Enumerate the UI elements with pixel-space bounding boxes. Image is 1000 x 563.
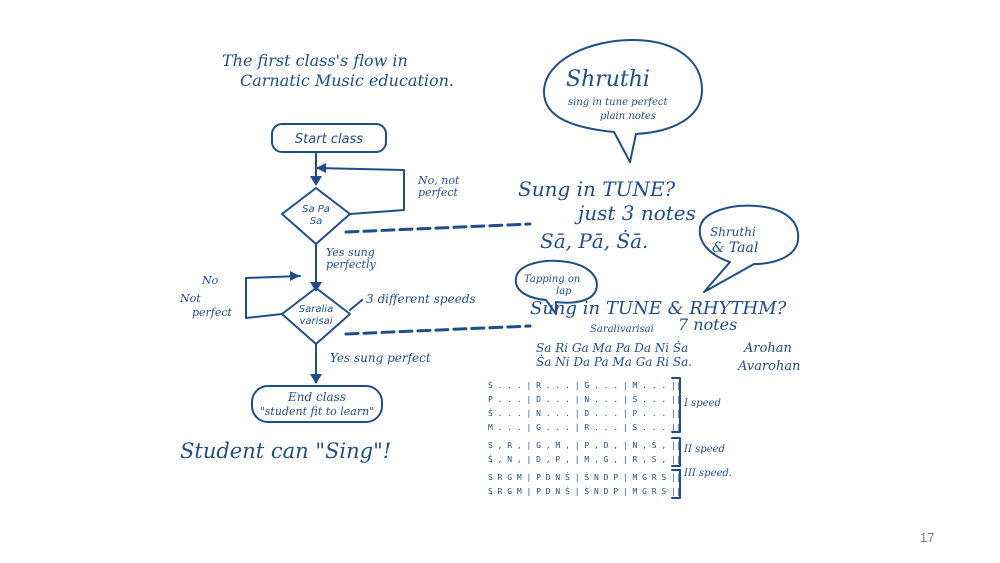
speed1-row-4: M . . . | G . . . | R . . . | S . . . || [488, 423, 681, 432]
tapping-line1: Tapping on [524, 274, 580, 285]
arrowhead-3 [310, 374, 322, 384]
end-class-node [251, 385, 383, 423]
sa-pa-sa: Sā, Pā, Ṡā. [540, 228, 648, 253]
speed3-group: S R G M | P D N Ṡ | Ṡ N D P | M G R S ||… [488, 468, 732, 499]
shruthi-bubble-line2: plain notes [600, 111, 656, 122]
start-class-label: Start class [295, 132, 363, 147]
speed2-row-1: S , R , | G , M , | P , D , | N , Ṡ , || [488, 440, 681, 450]
end-class-line2: "student fit to learn" [260, 405, 375, 418]
arohan-label: Arohan [743, 341, 792, 356]
decision1-label-line1: Sa Pa [302, 204, 330, 215]
tapping-bubble [514, 259, 598, 315]
decision1-loop-back [315, 167, 405, 215]
page-number: 17 [920, 530, 935, 545]
yes-sung-perfectly-line1: Yes sung [326, 246, 375, 259]
sung-in-tune-rhythm: Sung in TUNE & RHYTHM? [530, 298, 787, 319]
shruthi-bubble-title: Shruthi [566, 67, 650, 92]
three-speeds-label: 3 different speeds [366, 292, 476, 306]
speed1-row-1: S . . . | R . . . | G . . . | M . . . || [488, 381, 681, 390]
not-perfect-line2: perfect [192, 306, 233, 319]
decision2-loop-back [245, 275, 301, 319]
dashed-link-decision2 [344, 324, 532, 336]
speed1-row-2: P . . . | D . . . | N . . . | Ṡ . . . || [488, 394, 681, 404]
end-class-line1: End class [287, 390, 346, 404]
yes-sung-perfectly-line2: perfectly [326, 258, 376, 271]
arrowhead-loop2 [290, 271, 300, 281]
decision2-label-line2: varisai [299, 316, 332, 327]
diagram-title-line2: Carnatic Music education. [240, 71, 454, 90]
speed1-row-3: Ṡ . . . | N . . . | D . . . | P . . . || [488, 408, 681, 418]
speed2-row-2: Ṡ , N , | D , P , | M , G , | R , S , || [488, 454, 681, 464]
speed1-label: I speed [683, 398, 721, 409]
seven-notes-label: 7 notes [678, 315, 737, 334]
no-not-perfect-line1: No, not [417, 174, 460, 187]
shruthi-taal-bubble [698, 204, 800, 293]
just-3-notes: just 3 notes [574, 201, 696, 225]
avarohan-notes: Ṡa Ni Da Pa Ma Ga Ri Sa. [536, 353, 692, 369]
speed3-brace [671, 469, 681, 499]
arrowhead-2 [310, 282, 322, 292]
decision1-label-line2: Sa [310, 216, 322, 227]
speed1-group: S . . . | R . . . | G . . . | M . . . ||… [488, 377, 721, 433]
shruthi-bubble-line1: sing in tune perfect [568, 97, 668, 108]
student-can-sing: Student can "Sing"! [180, 439, 391, 463]
dashed-link-decision1 [344, 222, 532, 234]
tapping-line2: lap [556, 286, 572, 297]
speed2-brace [671, 437, 681, 467]
no-label: No [201, 274, 219, 287]
speeds-arrow [349, 299, 363, 311]
speed1-brace [671, 377, 681, 433]
speed3-row-2: S R G M | P D N Ṡ | Ṡ N D P | M G R S || [488, 486, 681, 496]
speed2-group: S , R , | G , M , | P , D , | N , Ṡ , ||… [488, 437, 725, 467]
speed3-label: III speed. [683, 468, 732, 479]
shruthi-bubble [543, 39, 703, 163]
decision2-label-line1: Saralia [299, 304, 333, 315]
no-not-perfect-line2: perfect [418, 186, 459, 199]
arrowhead-loop1 [316, 163, 326, 173]
not-perfect-line1: Not [179, 292, 201, 305]
arohan-notes: Sa Ri Ga Ma Pa Da Ni Ṡa [536, 339, 688, 355]
yes-sung-perfect-label: Yes sung perfect [330, 351, 431, 365]
diagram-title-line1: The first class's flow in [222, 51, 408, 70]
shruthi-taal-line1: Shruthi [710, 225, 756, 239]
speed3-row-1: S R G M | P D N Ṡ | Ṡ N D P | M G R S || [488, 472, 681, 482]
sung-in-tune: Sung in TUNE? [518, 177, 676, 201]
arrowhead-1 [310, 176, 322, 186]
speed2-label: II speed [683, 444, 725, 455]
sarali-varisai-label: Saralivarisai [590, 324, 654, 335]
start-class-node [271, 123, 387, 153]
shruthi-taal-line2: & Taal [712, 240, 758, 256]
avarohan-label: Avarohan [737, 359, 801, 374]
